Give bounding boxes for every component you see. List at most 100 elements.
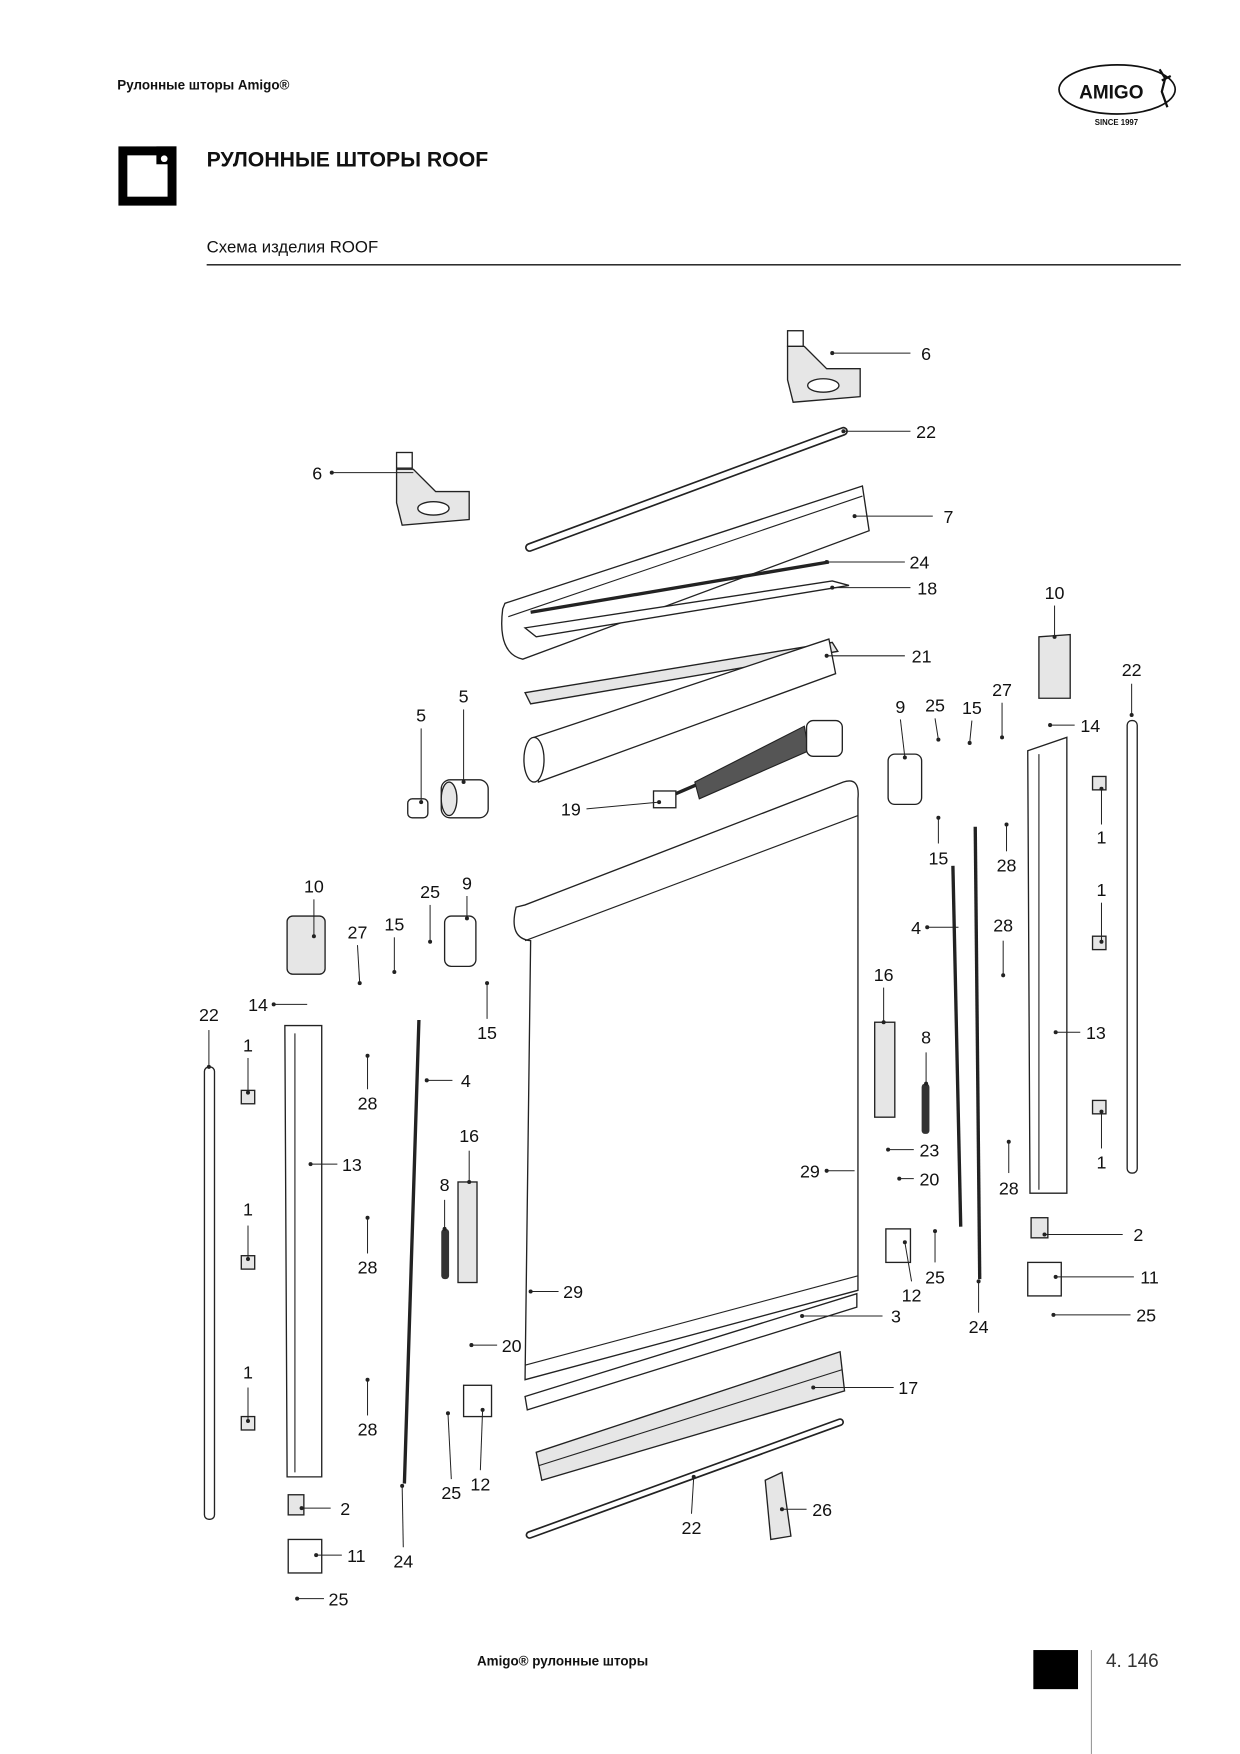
callout-number: 28 xyxy=(999,1178,1019,1198)
leader-line xyxy=(690,1476,695,1514)
leader-dot xyxy=(830,585,835,590)
callout-number: 15 xyxy=(477,1023,497,1043)
callout: 25 xyxy=(1051,1306,1156,1326)
leader-dot xyxy=(206,1064,211,1069)
callout: 4 xyxy=(424,1071,471,1091)
callout: 24 xyxy=(824,553,929,573)
leader-dot xyxy=(1042,1232,1047,1237)
callout: 29 xyxy=(528,1282,583,1302)
leader-line xyxy=(356,945,361,984)
callout: 11 xyxy=(314,1546,366,1566)
callout: 10 xyxy=(304,877,324,939)
callout: 15 xyxy=(928,815,948,869)
callout-number: 25 xyxy=(925,696,945,716)
callout-number: 1 xyxy=(243,1199,253,1219)
leader-dot xyxy=(245,1419,251,1424)
bottom-profile xyxy=(535,1350,846,1482)
callout-number: 9 xyxy=(462,873,472,893)
callout: 28 xyxy=(997,822,1017,875)
callout-number: 22 xyxy=(199,1005,219,1025)
callout: 25 xyxy=(441,1411,461,1503)
callout-number: 15 xyxy=(962,698,982,718)
footer-brand: Amigo® рулонные шторы xyxy=(477,1654,648,1669)
callout: 21 xyxy=(824,647,932,667)
callout-number: 25 xyxy=(329,1589,349,1609)
callout-number: 28 xyxy=(993,916,1013,936)
callout-number: 24 xyxy=(909,553,929,573)
callout-number: 7 xyxy=(943,507,953,527)
callout: 28 xyxy=(358,1215,378,1278)
callout-number: 29 xyxy=(800,1162,820,1182)
callout: 15 xyxy=(962,698,982,745)
callout-number: 1 xyxy=(1097,880,1107,900)
callout-number: 24 xyxy=(969,1317,989,1337)
leader-dot xyxy=(428,939,433,944)
leader-dot xyxy=(357,981,362,986)
callout: 22 xyxy=(841,422,936,442)
leader-line xyxy=(479,1409,484,1471)
leader-dot xyxy=(464,916,469,921)
leader-dot xyxy=(1048,723,1053,728)
leader-line xyxy=(904,1242,913,1282)
leader-dot xyxy=(365,1215,370,1220)
leader-dot xyxy=(329,470,334,475)
callout-number: 20 xyxy=(920,1169,940,1189)
callout-number: 2 xyxy=(340,1499,350,1519)
callout-number: 1 xyxy=(1097,827,1107,847)
leader-dot xyxy=(824,653,829,658)
leader-dot xyxy=(1004,822,1009,827)
callout-number: 11 xyxy=(1140,1268,1159,1288)
leader-dot xyxy=(824,1168,829,1173)
callout: 16 xyxy=(874,965,894,1025)
leader-dot xyxy=(1053,1030,1058,1035)
callout-number: 18 xyxy=(917,578,937,598)
leader-dot xyxy=(779,1507,784,1512)
leader-dot xyxy=(445,1411,450,1416)
svg-text:SINCE 1997: SINCE 1997 xyxy=(1095,118,1138,127)
leader-dot xyxy=(967,740,972,745)
callout: 5 xyxy=(416,706,426,805)
callout-number: 20 xyxy=(502,1336,522,1356)
callout-number: 4 xyxy=(461,1071,471,1091)
leader-dot xyxy=(485,981,490,986)
leader-dot xyxy=(924,1081,929,1086)
leader-dot xyxy=(902,1240,907,1245)
callout: 19 xyxy=(561,800,662,820)
section-title: РУЛОННЫЕ ШТОРЫ ROOF xyxy=(207,149,489,172)
leader-dot xyxy=(1053,1274,1058,1279)
callout-number: 28 xyxy=(358,1093,378,1113)
leader-dot xyxy=(897,1176,902,1181)
leader-dot xyxy=(314,1553,319,1558)
callout-number: 6 xyxy=(312,463,322,483)
amigo-logo: AMIGO SINCE 1997 xyxy=(1058,64,1177,127)
leader-dot xyxy=(392,969,397,974)
callout: 13 xyxy=(1053,1023,1106,1043)
callout-number: 14 xyxy=(1080,716,1100,736)
leader-line xyxy=(401,1485,404,1548)
callout: 1 xyxy=(243,1199,253,1262)
callout-number: 25 xyxy=(1136,1306,1156,1326)
callout: 20 xyxy=(897,1169,939,1189)
callout: 24 xyxy=(393,1483,413,1571)
callout-number: 22 xyxy=(916,422,936,442)
callout-number: 26 xyxy=(812,1500,832,1520)
leader-line xyxy=(899,719,906,758)
leader-dot xyxy=(800,1314,805,1319)
callout: 5 xyxy=(459,687,469,785)
callout-number: 6 xyxy=(921,344,931,364)
leader-dot xyxy=(657,800,662,805)
leader-dot xyxy=(691,1474,696,1479)
callout-number: 28 xyxy=(997,855,1017,875)
callout-number: 1 xyxy=(1097,1153,1107,1173)
leader-dot xyxy=(881,1020,886,1025)
leader-dot xyxy=(271,1002,276,1007)
callout: 25 xyxy=(420,882,440,944)
callout-number: 1 xyxy=(243,1363,253,1383)
leader-dot xyxy=(1000,735,1005,740)
leader-dot xyxy=(852,514,857,519)
callout: 24 xyxy=(969,1279,989,1337)
callout-number: 29 xyxy=(563,1282,583,1302)
callout: 26 xyxy=(779,1500,832,1520)
